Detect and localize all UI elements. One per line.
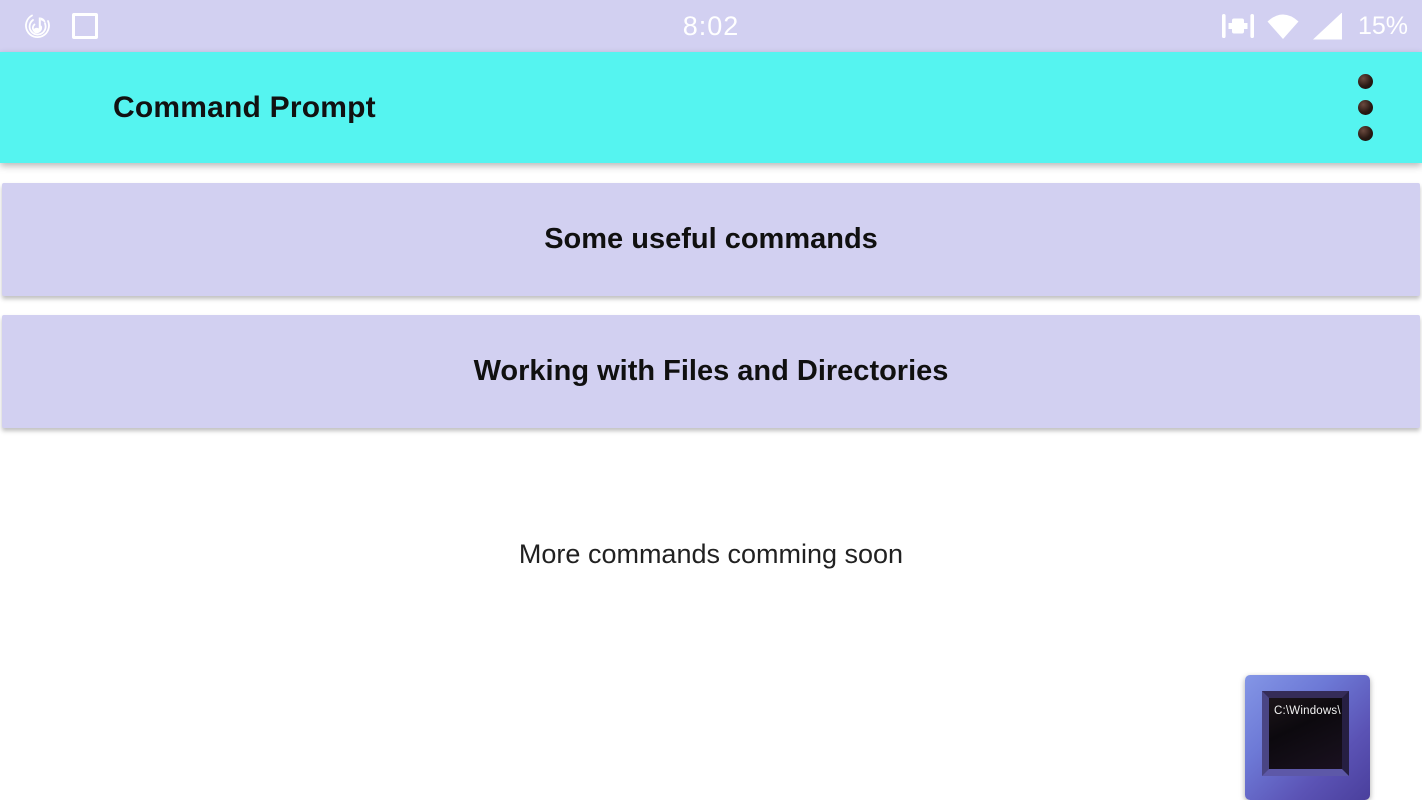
status-bar-system-icons: 15% — [1220, 11, 1408, 41]
overflow-menu-button[interactable] — [1350, 74, 1380, 141]
card-label: Some useful commands — [544, 223, 878, 255]
main-content: Some useful commands Working with Files … — [0, 183, 1422, 800]
terminal-screen: C:\Windows\ — [1262, 691, 1349, 776]
card-label: Working with Files and Directories — [473, 355, 949, 387]
cellular-signal-icon — [1312, 12, 1342, 40]
music-note-swirl-icon — [22, 9, 54, 43]
terminal-screen-text: C:\Windows\ — [1274, 705, 1341, 717]
app-bar: Command Prompt — [0, 52, 1422, 163]
battery-percent-label: 15% — [1357, 11, 1408, 40]
status-bar: 8:02 15% — [0, 0, 1422, 52]
page-title: Command Prompt — [113, 90, 376, 124]
three-dots-vertical-icon — [1357, 74, 1373, 89]
status-bar-notification-icons — [22, 9, 98, 43]
menu-card-useful-commands[interactable]: Some useful commands — [2, 183, 1420, 296]
command-prompt-window-icon[interactable]: C:\Windows\ — [1245, 675, 1370, 800]
coming-soon-note: More commands comming soon — [518, 539, 904, 569]
vibrate-icon — [1220, 11, 1256, 41]
wifi-icon — [1265, 11, 1301, 41]
square-outline-icon — [72, 13, 98, 39]
menu-card-files-directories[interactable]: Working with Files and Directories — [2, 315, 1420, 428]
status-bar-clock: 8:02 — [682, 10, 740, 41]
